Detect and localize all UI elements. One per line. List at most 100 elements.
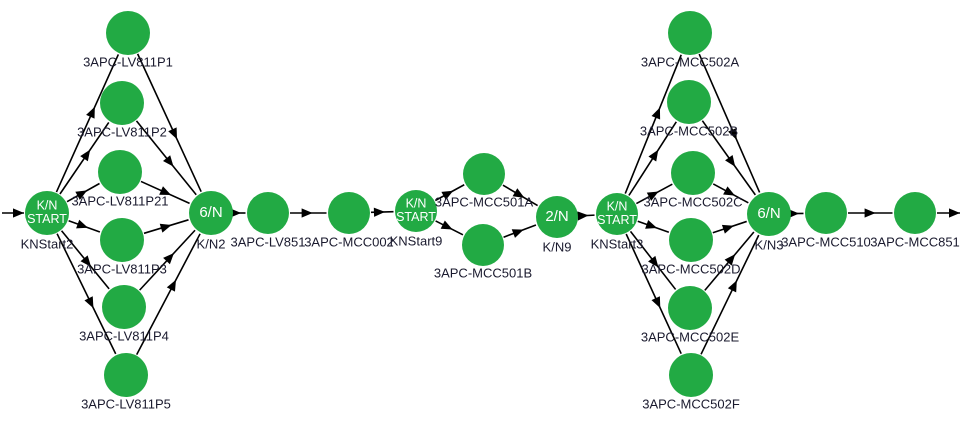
node-3APC-MCC002[interactable]: 3APC-MCC002 bbox=[304, 192, 394, 249]
node-circle[interactable] bbox=[463, 153, 505, 195]
node-circle[interactable] bbox=[100, 81, 144, 125]
node-caption: 3APC-MCC502A bbox=[641, 54, 740, 69]
node-circle[interactable] bbox=[189, 191, 233, 235]
edge-KNStart3-to-3APC-MCC502F bbox=[625, 233, 682, 354]
node-3APC-MCC502B[interactable]: 3APC-MCC502B bbox=[640, 80, 738, 138]
node-3APC-LV811P3[interactable]: 3APC-LV811P3 bbox=[77, 218, 167, 276]
edge-arrowhead bbox=[646, 191, 659, 201]
edge-arrowhead bbox=[168, 127, 178, 140]
node-caption: 3APC-MCC502F bbox=[642, 396, 740, 411]
edge-layer bbox=[2, 53, 960, 356]
node-3APC-MCC502F[interactable]: 3APC-MCC502F bbox=[642, 353, 740, 411]
edge-KNStart2-to-3APC-LV811P4 bbox=[60, 230, 110, 290]
exit-arrow bbox=[937, 208, 960, 218]
node-3APC-MCC501B[interactable]: 3APC-MCC501B bbox=[434, 224, 532, 280]
node-circle[interactable] bbox=[894, 192, 936, 234]
node-circle[interactable] bbox=[328, 192, 370, 234]
edge-3APC-LV811P4-to-K/N2 bbox=[139, 229, 196, 291]
node-circle[interactable] bbox=[668, 11, 712, 55]
edge-arrowhead bbox=[76, 219, 89, 229]
node-3APC-LV811P4[interactable]: 3APC-LV811P4 bbox=[79, 285, 169, 343]
node-caption: 3APC-MCC502B bbox=[640, 123, 738, 138]
node-K/N9[interactable]: 2/NK/N9 bbox=[536, 196, 578, 254]
node-circle[interactable] bbox=[671, 151, 715, 195]
edge-arrowhead bbox=[727, 280, 737, 293]
node-circle[interactable] bbox=[100, 218, 144, 262]
node-3APC-MCC502C[interactable]: 3APC-MCC502C bbox=[644, 151, 743, 209]
edge-arrowhead bbox=[651, 296, 661, 309]
node-circle[interactable] bbox=[98, 150, 142, 194]
node-caption: 3APC-LV811P2 bbox=[77, 124, 167, 139]
node-circle[interactable] bbox=[395, 190, 437, 232]
node-3APC-MCC502A[interactable]: 3APC-MCC502A bbox=[641, 11, 740, 69]
edge-3APC-MCC502E-to-K/N3 bbox=[704, 231, 755, 291]
edge-arrowhead bbox=[301, 208, 313, 218]
edge-K/N9-to-KNStart3 bbox=[577, 211, 595, 221]
node-circle[interactable] bbox=[106, 11, 150, 55]
edge-arrowhead bbox=[511, 229, 524, 238]
edge-arrowhead bbox=[512, 188, 525, 198]
node-circle[interactable] bbox=[247, 192, 289, 234]
node-circle[interactable] bbox=[596, 193, 638, 235]
node-circle[interactable] bbox=[669, 218, 713, 262]
node-circle[interactable] bbox=[668, 286, 712, 330]
node-3APC-LV811P1[interactable]: 3APC-LV811P1 bbox=[83, 11, 173, 69]
node-3APC-MCC502D[interactable]: 3APC-MCC502D bbox=[642, 218, 741, 276]
node-caption: 3APC-MCC501A bbox=[435, 194, 534, 209]
node-K/N2[interactable]: 6/NK/N2 bbox=[189, 191, 233, 251]
node-circle[interactable] bbox=[102, 285, 146, 329]
node-caption: K/N2 bbox=[197, 236, 226, 251]
edge-3APC-MCC501B-to-K/N9 bbox=[503, 224, 537, 238]
edge-line bbox=[698, 53, 761, 193]
node-caption: 3APC-MCC002 bbox=[304, 234, 394, 249]
edge-arrowhead bbox=[159, 186, 172, 196]
node-circle[interactable] bbox=[667, 80, 711, 124]
node-3APC-LV851[interactable]: 3APC-LV851 bbox=[231, 192, 306, 249]
node-caption: 3APC-MCC501B bbox=[434, 265, 532, 280]
edge-line bbox=[135, 120, 197, 196]
node-3APC-MCC501A[interactable]: 3APC-MCC501A bbox=[435, 153, 534, 209]
node-3APC-MCC851[interactable]: 3APC-MCC851 bbox=[870, 192, 960, 249]
node-3APC-LV811P2[interactable]: 3APC-LV811P2 bbox=[77, 81, 167, 139]
node-3APC-LV811P5[interactable]: 3APC-LV811P5 bbox=[81, 353, 171, 411]
node-3APC-MCC502E[interactable]: 3APC-MCC502E bbox=[641, 286, 740, 344]
node-caption: 3APC-LV811P1 bbox=[83, 54, 173, 69]
edge-KNStart3-to-3APC-MCC502C bbox=[635, 183, 673, 205]
node-caption: 3APC-LV851 bbox=[231, 234, 306, 249]
edge-arrowhead bbox=[373, 207, 385, 217]
edge-3APC-MCC510-to-3APC-MCC851 bbox=[848, 208, 893, 218]
node-circle[interactable] bbox=[104, 353, 148, 397]
node-3APC-LV811P21[interactable]: 3APC-LV811P21 bbox=[71, 150, 169, 208]
node-circle[interactable] bbox=[805, 192, 847, 234]
node-circle[interactable] bbox=[536, 196, 578, 238]
node-3APC-MCC510[interactable]: 3APC-MCC510 bbox=[781, 192, 871, 249]
edge-arrowhead bbox=[648, 149, 659, 162]
edge-K/N2-to-3APC-LV851 bbox=[230, 208, 246, 218]
node-circle[interactable] bbox=[669, 353, 713, 397]
edge-KNStart2-to-3APC-LV811P1 bbox=[55, 54, 120, 193]
edge-arrowhead bbox=[725, 155, 736, 167]
edge-KNStart3-to-3APC-MCC502E bbox=[629, 230, 677, 290]
edge-arrowhead bbox=[86, 106, 95, 119]
edge-line bbox=[135, 233, 201, 356]
node-circle[interactable] bbox=[747, 192, 791, 236]
edge-3APC-LV811P5-to-K/N2 bbox=[135, 233, 201, 356]
edge-KNStart3-to-3APC-MCC502A bbox=[624, 54, 682, 194]
edge-line bbox=[624, 54, 682, 194]
node-caption: 3APC-MCC510 bbox=[781, 234, 871, 249]
node-caption: 3APC-LV811P21 bbox=[71, 193, 168, 208]
node-caption: 3APC-LV811P5 bbox=[81, 396, 171, 411]
edge-arrowhead bbox=[75, 190, 88, 200]
node-circle[interactable] bbox=[25, 191, 69, 235]
edge-KNStart2-to-3APC-LV811P3 bbox=[68, 219, 101, 233]
edge-3APC-MCC002-to-KNStart9 bbox=[370, 207, 394, 217]
edge-3APC-LV811P1-to-K/N2 bbox=[136, 53, 202, 192]
node-caption: K/N3 bbox=[755, 237, 784, 252]
node-circle[interactable] bbox=[462, 224, 504, 266]
edge-line bbox=[625, 233, 682, 354]
edge-arrowhead bbox=[577, 211, 589, 221]
